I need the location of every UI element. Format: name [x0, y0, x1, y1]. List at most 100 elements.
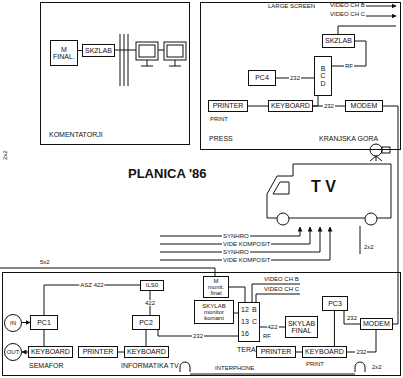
signal-label: SYNHRO — [222, 233, 250, 239]
device-box: ILS0 — [140, 280, 164, 291]
edge-label: 422 — [266, 324, 278, 330]
video-line — [338, 26, 396, 34]
truck-wheel — [365, 213, 377, 225]
monitor-screen — [167, 45, 183, 57]
signal-line — [160, 227, 330, 260]
edge-label: 232 — [323, 103, 335, 109]
connector — [146, 330, 147, 346]
signal-label: 5x2 — [40, 259, 50, 265]
device-box: PC4 — [248, 70, 276, 86]
control-region: INOUTPC1KEYBOARDILS0PRINTERPC2KEYBOARDM … — [2, 272, 401, 376]
signal-label: 2x2 — [2, 150, 8, 160]
device-box: SKZLAB — [322, 34, 355, 48]
region-label: PRESS — [209, 135, 233, 142]
device-label: IN — [10, 320, 16, 326]
monitor-screen — [139, 45, 155, 57]
edge-label: 232 — [289, 75, 301, 81]
edge-label: 232 — [355, 349, 367, 355]
video-line — [366, 16, 396, 17]
switch-box: 12B13C16 — [238, 302, 260, 342]
region-label: B — [252, 306, 257, 313]
device-label: M monit. final — [206, 278, 226, 297]
device-box: PC3 — [322, 296, 348, 311]
camera-lens — [382, 147, 390, 153]
region-label: KRANJSKA GORA — [319, 135, 378, 142]
truck-body — [267, 164, 391, 218]
edge-label: 232 — [192, 333, 204, 339]
device-label: PC1 — [37, 319, 51, 326]
monitor-symbol — [164, 42, 186, 60]
headset-symbol — [355, 362, 365, 372]
diagram-title: PLANICA '86 — [128, 167, 206, 180]
truck-window — [273, 182, 289, 194]
connector — [344, 311, 360, 324]
device-label: SKZLAB — [325, 37, 352, 44]
signal-label: PRINT — [210, 116, 228, 122]
device-box: BCD — [314, 56, 332, 96]
device-label: PRINTER — [83, 348, 114, 355]
device-label: OUT — [7, 349, 20, 355]
device-label: KEYBOARD — [127, 348, 166, 355]
device-box: MODEM — [360, 318, 393, 330]
device-box: M monit. final — [203, 276, 229, 298]
connector — [44, 330, 45, 346]
signal-label: VIDE KOMPOSIT — [222, 241, 271, 247]
device-label: ILS0 — [146, 282, 158, 288]
io-circle: IN — [4, 314, 22, 332]
connector — [313, 96, 318, 106]
region-label: 13 — [241, 318, 249, 325]
device-box: PC1 — [30, 315, 58, 330]
device-label: SKZLAB — [85, 47, 112, 54]
edge-label: 232 — [346, 315, 358, 321]
signal-label: VIDE KOMPOSIT — [222, 257, 271, 263]
device-box: KEYBOARD — [124, 346, 169, 358]
device-label: MODEM — [363, 320, 390, 327]
device-box: MODEM — [345, 100, 383, 112]
device-label: MODEM — [351, 102, 378, 109]
device-label: KEYBOARD — [305, 348, 344, 355]
edge-label: ASZ 422 — [79, 282, 104, 288]
connector — [44, 285, 140, 315]
signal-label: PRINT — [306, 361, 324, 367]
region-label: 12 — [241, 306, 249, 313]
device-box: M FINAL. — [50, 40, 78, 66]
signal-label: VIDEO CH B — [264, 276, 299, 282]
signal-label: VIDEO CH C — [330, 11, 365, 17]
device-label: B — [321, 65, 326, 72]
edge-label: 422 — [144, 300, 156, 306]
tv-truck: T V — [265, 160, 393, 226]
connector — [248, 106, 268, 107]
studio-region: M FINAL.SKZLABKOMENTATORJI — [40, 2, 190, 145]
signal-label: 2x2 — [372, 364, 382, 370]
device-box: KEYBOARD — [302, 346, 347, 358]
signal-label: VIDEO CH B — [330, 2, 365, 8]
region-label: T V — [311, 178, 336, 196]
device-box: PRINTER — [78, 346, 118, 358]
region-label: SEMAFOR — [29, 362, 64, 369]
device-label: PRINTER — [261, 348, 292, 355]
device-label: KEYBOARD — [31, 348, 70, 355]
interphone-line — [190, 374, 355, 375]
region-label: TERA — [237, 346, 256, 353]
signal-line — [360, 226, 361, 254]
region-label: C — [252, 318, 257, 325]
connector — [22, 322, 30, 323]
device-box: SKZLAB — [82, 44, 115, 57]
region-label: INFORMATIKA TV — [121, 362, 179, 369]
device-label: SKYLAB FINAL — [288, 320, 315, 335]
camera-tripod — [370, 156, 382, 161]
video-line — [252, 284, 300, 302]
truck-wheel — [277, 213, 289, 225]
signal-label: INTERPHONE — [215, 365, 254, 371]
device-box: PRINTER — [256, 346, 296, 358]
device-label: PC3 — [328, 300, 342, 307]
device-box: SKYLAB monitor komant — [194, 300, 234, 324]
io-circle: OUT — [4, 343, 22, 361]
device-box: KEYBOARD — [268, 100, 313, 112]
monitor-stand — [141, 60, 153, 66]
device-label: PC4 — [255, 74, 269, 81]
signal-label: LARGE SCREEN — [268, 3, 315, 9]
connector — [334, 311, 335, 346]
device-box: KEYBOARD — [28, 346, 73, 358]
